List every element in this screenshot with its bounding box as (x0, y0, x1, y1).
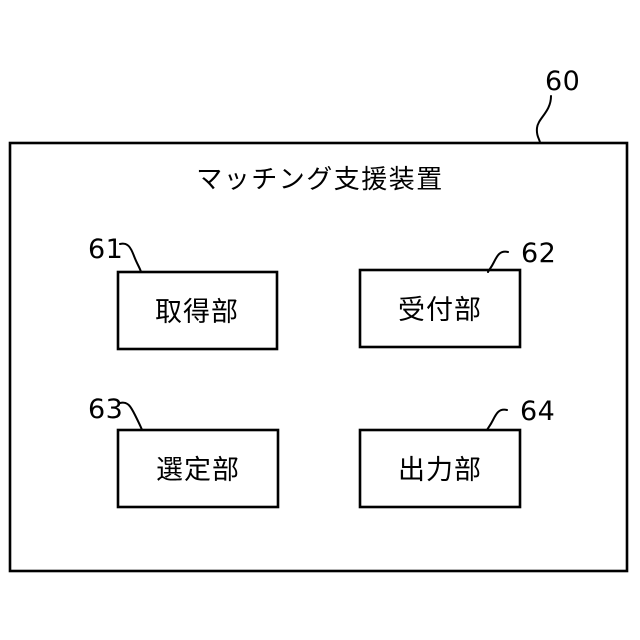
unit-box-61[interactable] (116, 270, 279, 351)
leader-line-62 (487, 250, 509, 273)
unit-label-64: 出力部 (398, 455, 482, 486)
ref-numeral-60: 60 (545, 66, 580, 97)
device-frame (8, 141, 629, 573)
unit-box-63[interactable] (116, 428, 280, 509)
unit-label-61: 取得部 (155, 297, 239, 328)
unit-box-64[interactable] (358, 428, 522, 509)
leader-line-64 (486, 408, 508, 431)
leader-line-63 (119, 401, 143, 431)
leader-line-60 (535, 95, 552, 144)
unit-box-62[interactable] (358, 268, 522, 349)
device-title: マッチング支援装置 (196, 165, 444, 195)
ref-numeral-62: 62 (521, 238, 556, 269)
ref-numeral-61: 61 (88, 234, 123, 265)
unit-label-63: 選定部 (156, 455, 240, 486)
ref-numeral-63: 63 (88, 394, 123, 425)
ref-numeral-64: 64 (520, 396, 555, 427)
unit-label-62: 受付部 (398, 295, 482, 326)
leader-line-61 (119, 242, 142, 273)
